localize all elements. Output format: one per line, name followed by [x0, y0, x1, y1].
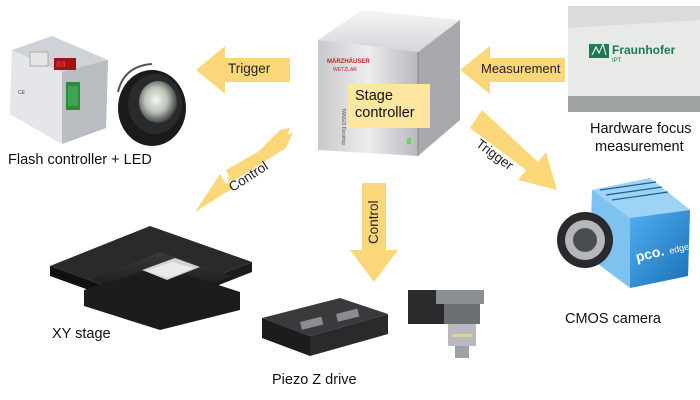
- svg-text:WETZLAR: WETZLAR: [333, 67, 357, 73]
- svg-text:88: 88: [56, 60, 66, 69]
- svg-text:edge: edge: [668, 241, 690, 256]
- xy-stage-image: [50, 226, 252, 330]
- arrow-label-measurement: Measurement: [481, 61, 561, 76]
- hardware-focus-image: [568, 6, 700, 112]
- arrow-control-z: [350, 183, 398, 282]
- stage-controller-image: MÄRZHÄUSER WETZLAR TANGO Desktop: [318, 10, 460, 156]
- svg-text:pco.: pco.: [634, 242, 666, 264]
- hardware-focus-label-line2: measurement: [595, 139, 684, 155]
- xy-stage-label: XY stage: [52, 326, 111, 342]
- stage-controller-label-box: [348, 84, 430, 128]
- piezo-z-label: Piezo Z drive: [272, 372, 357, 388]
- arrow-control-xy: [195, 128, 293, 212]
- hardware-focus-label-line1: Hardware focus: [590, 121, 692, 137]
- svg-text:TANGO Desktop: TANGO Desktop: [340, 108, 346, 145]
- arrow-trigger-camera: [470, 110, 557, 190]
- flash-controller-image: 88 CE: [10, 36, 108, 144]
- arrow-label-control-z: Control: [366, 200, 381, 244]
- fraunhofer-logo-sub: IPT: [612, 58, 622, 64]
- flash-controller-label: Flash controller + LED: [8, 152, 152, 168]
- arrow-label-trigger-flash: Trigger: [228, 61, 271, 76]
- svg-text:CE: CE: [18, 90, 26, 96]
- stage-controller-label: Stage controller: [355, 88, 415, 122]
- svg-text:MÄRZHÄUSER: MÄRZHÄUSER: [327, 58, 370, 65]
- arrow-measurement: [460, 46, 565, 94]
- cmos-camera-label: CMOS camera: [565, 311, 661, 327]
- fraunhofer-logo: Fraunhofer: [612, 43, 676, 57]
- led-image: [117, 63, 186, 146]
- cmos-camera-image: pco. edge: [557, 178, 690, 288]
- piezo-z-image: [262, 290, 484, 358]
- arrow-trigger-flash: [196, 46, 290, 94]
